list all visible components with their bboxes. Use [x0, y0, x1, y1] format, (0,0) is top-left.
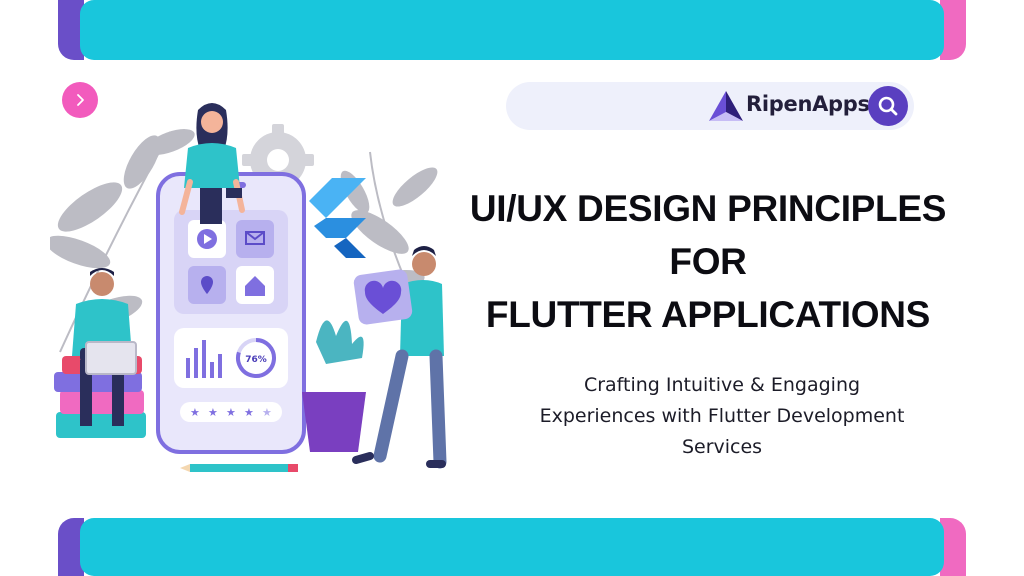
subtitle-line-3: Services	[681, 436, 763, 458]
flutter-app-illustration: 76% ★ ★ ★ ★ ★	[50, 103, 447, 472]
woman-figure	[179, 103, 245, 224]
top-bar-right-accent	[940, 0, 966, 60]
search-button[interactable]	[868, 86, 908, 126]
subtitle-line-1: Crafting Intuitive & Engaging	[583, 374, 861, 396]
ripenapps-logo-icon	[709, 91, 743, 121]
progress-label: 76%	[245, 355, 267, 365]
top-bar-left-accent	[58, 0, 84, 60]
headline-line-3: FLUTTER APPLICATIONS	[485, 294, 931, 335]
bottom-banner-bar	[58, 518, 966, 576]
next-button[interactable]	[62, 82, 98, 118]
potted-plant	[302, 320, 366, 452]
svg-text:★: ★	[226, 406, 236, 419]
svg-text:★: ★	[190, 406, 200, 419]
bottom-bar-left-accent	[58, 518, 84, 576]
brand-name: RipenApps	[746, 92, 870, 116]
search-icon	[878, 96, 898, 116]
man-with-heart-figure	[352, 246, 447, 469]
headline: UI/UX DESIGN PRINCIPLES FOR FLUTTER APPL…	[450, 182, 966, 341]
bottom-bar-right-accent	[940, 518, 966, 576]
svg-text:★: ★	[262, 406, 272, 419]
pencil-icon	[180, 464, 298, 472]
svg-text:★: ★	[244, 406, 254, 419]
top-banner-bar	[58, 0, 966, 60]
svg-text:★: ★	[208, 406, 218, 419]
bottom-bar-core	[80, 518, 944, 576]
brand-pill	[506, 82, 914, 130]
man-with-laptop-figure	[54, 268, 146, 438]
headline-line-1: UI/UX DESIGN PRINCIPLES	[469, 188, 947, 229]
headline-line-2: FOR	[669, 241, 747, 282]
flutter-logo-icon	[309, 178, 366, 258]
phone-mockup: 76% ★ ★ ★ ★ ★	[156, 172, 306, 454]
subtitle: Crafting Intuitive & Engaging Experience…	[490, 370, 954, 463]
chevron-right-icon	[77, 94, 84, 106]
top-bar-core	[80, 0, 944, 60]
subtitle-line-2: Experiences with Flutter Development	[539, 405, 905, 427]
